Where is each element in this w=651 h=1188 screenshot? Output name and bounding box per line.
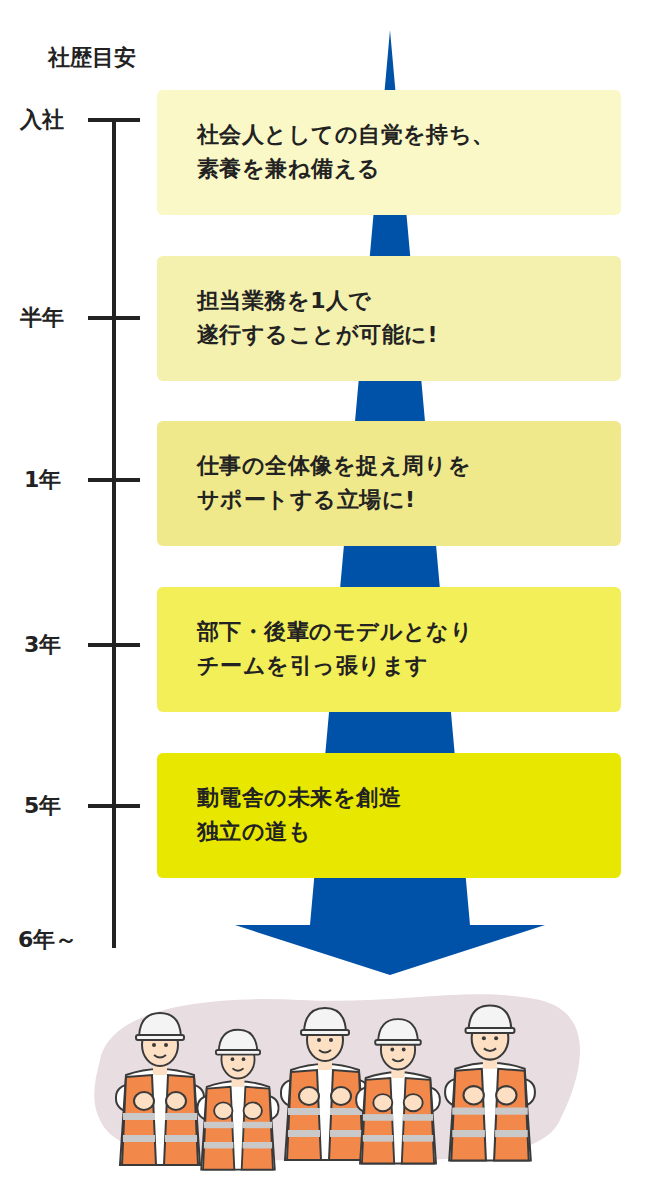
timeline-label: 3年 [24,634,61,656]
milestone-box: 仕事の全体像を捉え周りを サポートする立場に! [157,421,621,546]
timeline-label: 入社 [20,109,64,131]
workers-illustration [94,994,580,1169]
timeline-tick [88,643,140,647]
milestone-text: 部下・後輩のモデルとなり チームを引っ張ります [197,615,496,683]
timeline-label: 1年 [24,469,61,491]
timeline-label: 6年～ [18,929,77,951]
timeline-axis [112,120,116,948]
timeline-tick [88,804,140,808]
milestone-box: 動電舎の未来を創造 独立の道も [157,753,621,878]
timeline-tick [88,478,140,482]
milestone-text: 社会人としての自覚を持ち、 素養を兼ね備える [197,118,496,186]
milestone-text: 担当業務を1人で 遂行することが可能に! [197,284,496,352]
axis-title: 社歴目安 [48,47,136,69]
timeline-label: 半年 [20,307,64,329]
milestone-box: 担当業務を1人で 遂行することが可能に! [157,256,621,381]
timeline-label: 5年 [24,795,61,817]
timeline-tick [88,118,140,122]
milestone-box: 社会人としての自覚を持ち、 素養を兼ね備える [157,90,621,215]
milestone-box: 部下・後輩のモデルとなり チームを引っ張ります [157,587,621,712]
timeline-tick [88,316,140,320]
milestone-text: 仕事の全体像を捉え周りを サポートする立場に! [197,449,496,517]
milestone-text: 動電舎の未来を創造 独立の道も [197,781,496,849]
